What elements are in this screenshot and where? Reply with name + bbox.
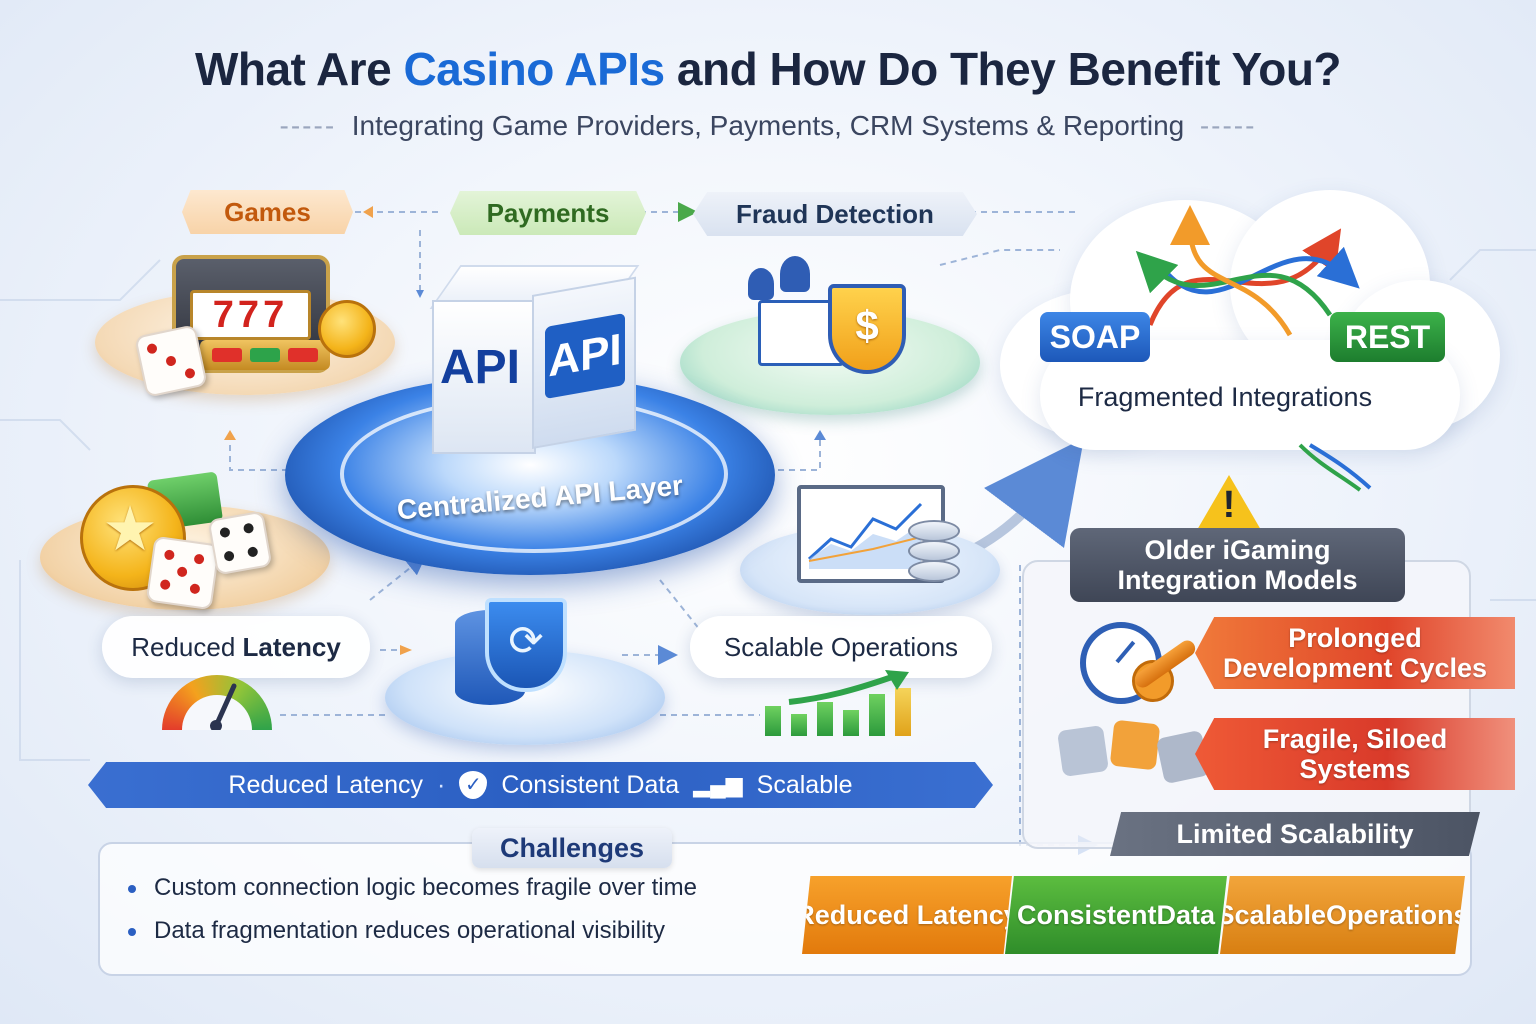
warning-icon [1197,475,1261,530]
ribbon-scalable: Scalable [756,770,853,799]
person-icon [748,268,774,300]
dice-icon [145,535,221,611]
api-label-front: API [440,341,521,394]
fragmented-integrations-label: Fragmented Integrations [1077,382,1373,412]
security-shield-icon: $ [828,284,906,374]
line-chart-icon [807,502,923,569]
shield-icon: ✓ [459,771,488,799]
gauge-needle-icon [210,683,237,730]
dice-icon [134,324,208,398]
tangled-arrows-icon [1135,205,1360,337]
api-label-side: API [545,312,625,400]
puzzle-piece-icon [1109,719,1161,771]
dice-icon [207,510,273,576]
benefits-ribbon: Reduced Latency · ✓ Consistent Data ▂▄▆ … [88,762,993,808]
down-arrows-icon [1298,443,1372,492]
page-subtitle: ----- Integrating Game Providers, Paymen… [279,110,1257,141]
slot-button-icon [288,348,318,362]
star-icon: ★ [102,495,158,564]
person-icon [780,256,810,292]
challenges-title: Challenges [472,828,672,868]
challenge-item: Custom connection logic becomes fragile … [128,874,697,902]
slot-button-icon [250,348,280,362]
rest-badge: REST [1330,312,1445,362]
subtitle-text: Integrating Game Providers, Payments, CR… [351,110,1185,141]
slot-button-icon [212,348,242,362]
older-models-panel [1022,560,1471,849]
bullet-icon [128,884,136,893]
title-highlight: Casino APIs [403,43,665,95]
growth-arrow-icon [788,670,909,705]
ribbon-reduced-latency: Reduced Latency [228,770,424,799]
scalable-operations-callout: Scalable Operations [690,616,992,678]
tag-payments: Payments [450,191,646,235]
tag-games: Games [182,190,353,234]
bar-chart-icon: ▂▄▆ [693,772,743,797]
dashboard-monitor-icon [797,485,945,583]
database-icon [908,520,960,542]
outcome-reduced-latency: Reduced Latency [802,876,1012,954]
api-cube-icon [432,300,536,454]
reduced-latency-callout: Reduced Latency [102,616,370,678]
limited-scalability-label: Limited Scalability [1110,812,1480,856]
warning-mark: ! [1222,484,1236,526]
soap-badge: SOAP [1040,312,1150,362]
page-title: What Are Casino APIs and How Do They Ben… [194,43,1342,95]
puzzle-piece-icon [1057,725,1109,777]
slot-reels: 777 [190,290,311,340]
bullet-icon [128,927,136,936]
growth-bars-icon [765,680,915,736]
ribbon-consistent-data: Consistent Data [501,770,680,799]
challenge-item: Data fragmentation reduces operational v… [128,917,665,945]
database-icon [908,540,960,562]
sync-shield-icon: ⟳ [485,598,567,692]
database-icon [908,560,960,582]
coin-icon [318,300,376,358]
tag-fraud-detection: Fraud Detection [693,192,977,236]
